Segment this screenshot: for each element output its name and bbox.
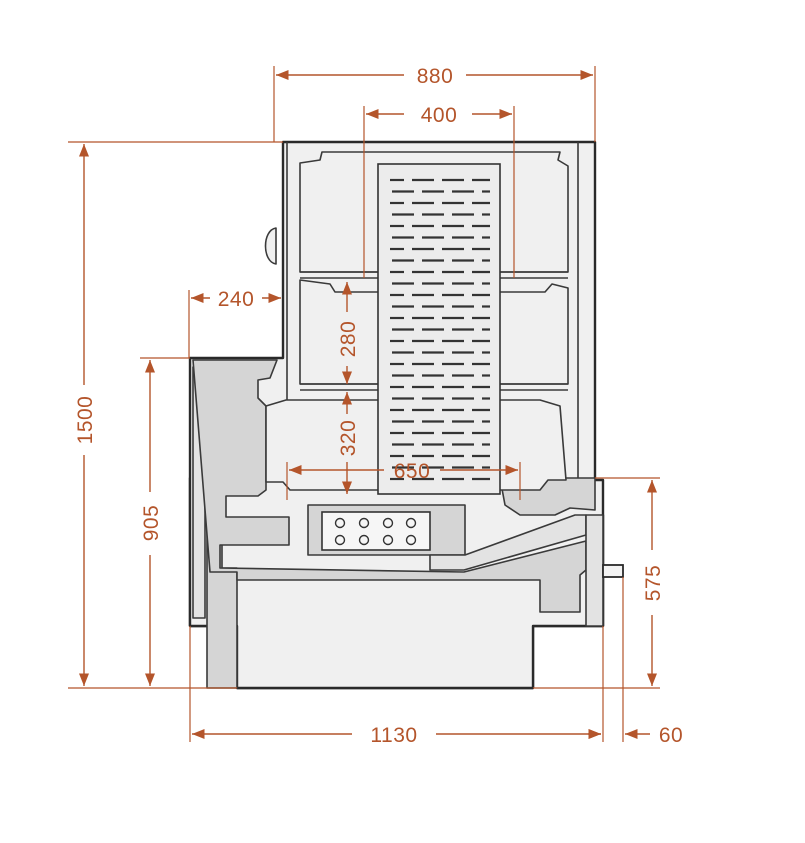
dim-label-240: 240 — [218, 288, 255, 311]
dimensions: 880 400 240 280 320 650 1500 — [68, 65, 683, 747]
dim-label-575: 575 — [642, 565, 665, 602]
dim-label-320: 320 — [337, 420, 360, 457]
dim-label-400: 400 — [421, 104, 458, 127]
dim-label-1130: 1130 — [370, 724, 417, 747]
dim-label-905: 905 — [140, 505, 163, 542]
front-profile — [192, 359, 587, 613]
shelves-area — [265, 142, 579, 495]
side-handle — [264, 227, 277, 265]
dim-label-650: 650 — [394, 460, 431, 483]
inclined-duct — [429, 514, 587, 571]
right-panel — [585, 514, 604, 627]
control-knobs — [334, 517, 417, 546]
perforation-slots — [390, 178, 490, 481]
dim-label-280: 280 — [337, 321, 360, 358]
outlet-pipe — [602, 564, 624, 578]
dim-label-60: 60 — [659, 724, 683, 747]
dim-label-880: 880 — [417, 65, 454, 88]
dim-label-1500: 1500 — [74, 396, 97, 445]
